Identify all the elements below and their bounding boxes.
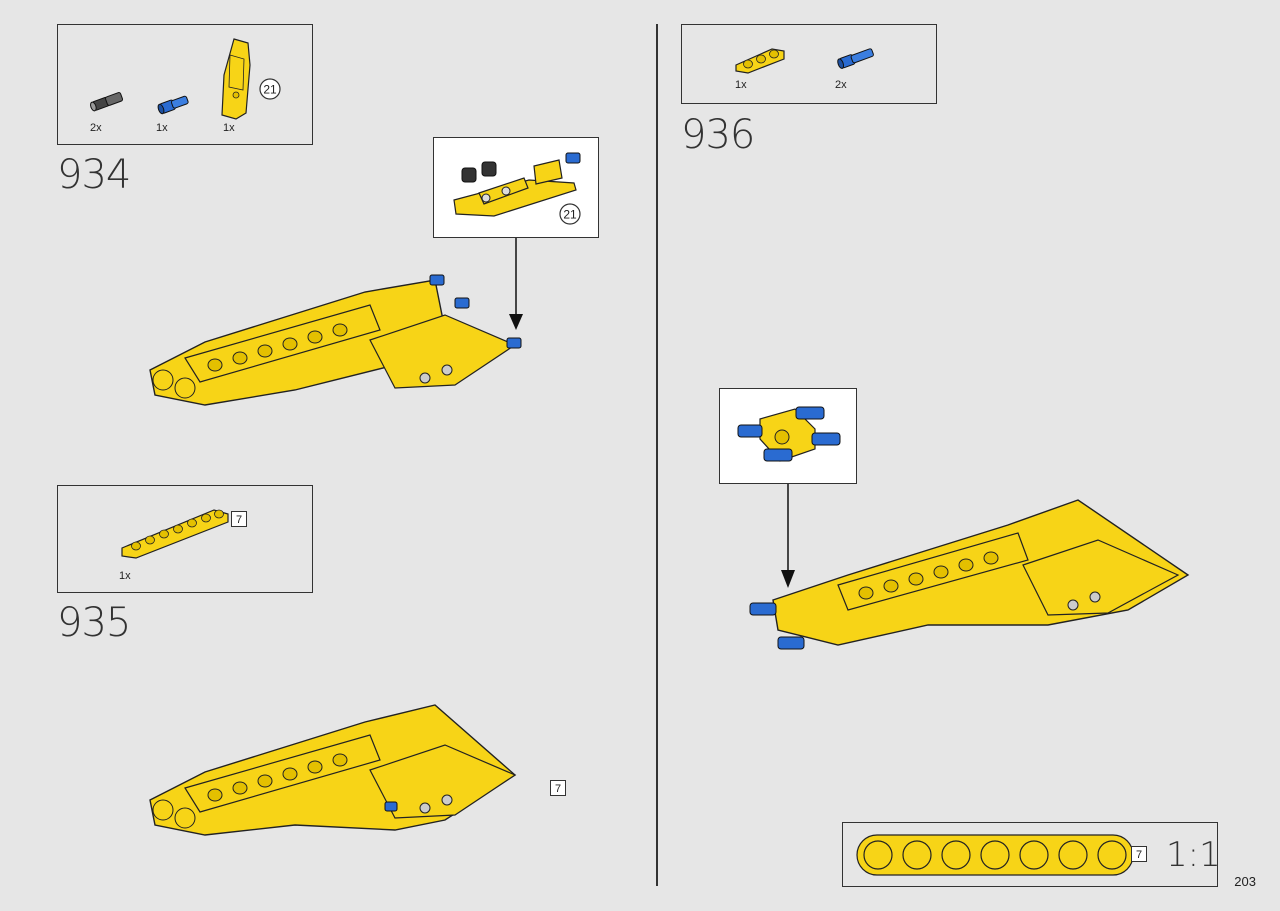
parts-list-934: 2x 1x 21 1x (57, 24, 313, 145)
part-qty: 2x (90, 122, 102, 134)
yellow-panel-icon (221, 38, 251, 120)
assembly-image (149, 704, 517, 836)
svg-text:21: 21 (563, 208, 577, 222)
blue-axle-pin-icon (837, 48, 874, 69)
callout-subassembly-image (737, 406, 841, 462)
blue-axle-pin-icon (157, 95, 189, 115)
part-qty: 1x (156, 122, 168, 134)
subassembly-ref-icon: 21 (559, 203, 581, 225)
beam-length-label: 7 (231, 511, 247, 527)
parts-list-935: 7 1x (57, 485, 313, 593)
step-number: 935 (57, 600, 131, 646)
yellow-beam-7-icon (121, 509, 229, 559)
placement-arrow (781, 484, 795, 588)
page-number: 203 (1234, 874, 1256, 889)
yellow-beam-3-icon (735, 48, 785, 74)
scale-ratio: 1:1 (1166, 835, 1221, 875)
part-qty: 1x (735, 79, 747, 91)
svg-text:21: 21 (263, 83, 277, 97)
subassembly-callout: 21 (433, 137, 599, 238)
assembly-image (749, 499, 1190, 650)
part-qty: 1x (223, 122, 235, 134)
black-connector-pin-icon (90, 92, 124, 112)
subassembly-callout (719, 388, 857, 484)
subassembly-ref-icon: 21 (259, 78, 281, 100)
step-number: 934 (57, 152, 131, 198)
beam-length-label: 7 (1131, 846, 1147, 862)
scale-guide: 7 1:1 (842, 822, 1221, 887)
part-qty: 2x (835, 79, 847, 91)
assembly-length-label: 7 (550, 780, 566, 796)
beam-1-to-1-icon (856, 834, 1134, 876)
column-divider (656, 24, 658, 886)
step-number: 936 (681, 112, 755, 158)
part-qty: 1x (119, 570, 131, 582)
assembly-image (149, 274, 522, 406)
placement-arrow (509, 238, 523, 330)
parts-list-936: 1x 2x (681, 24, 937, 104)
callout-subassembly-image (453, 152, 581, 217)
